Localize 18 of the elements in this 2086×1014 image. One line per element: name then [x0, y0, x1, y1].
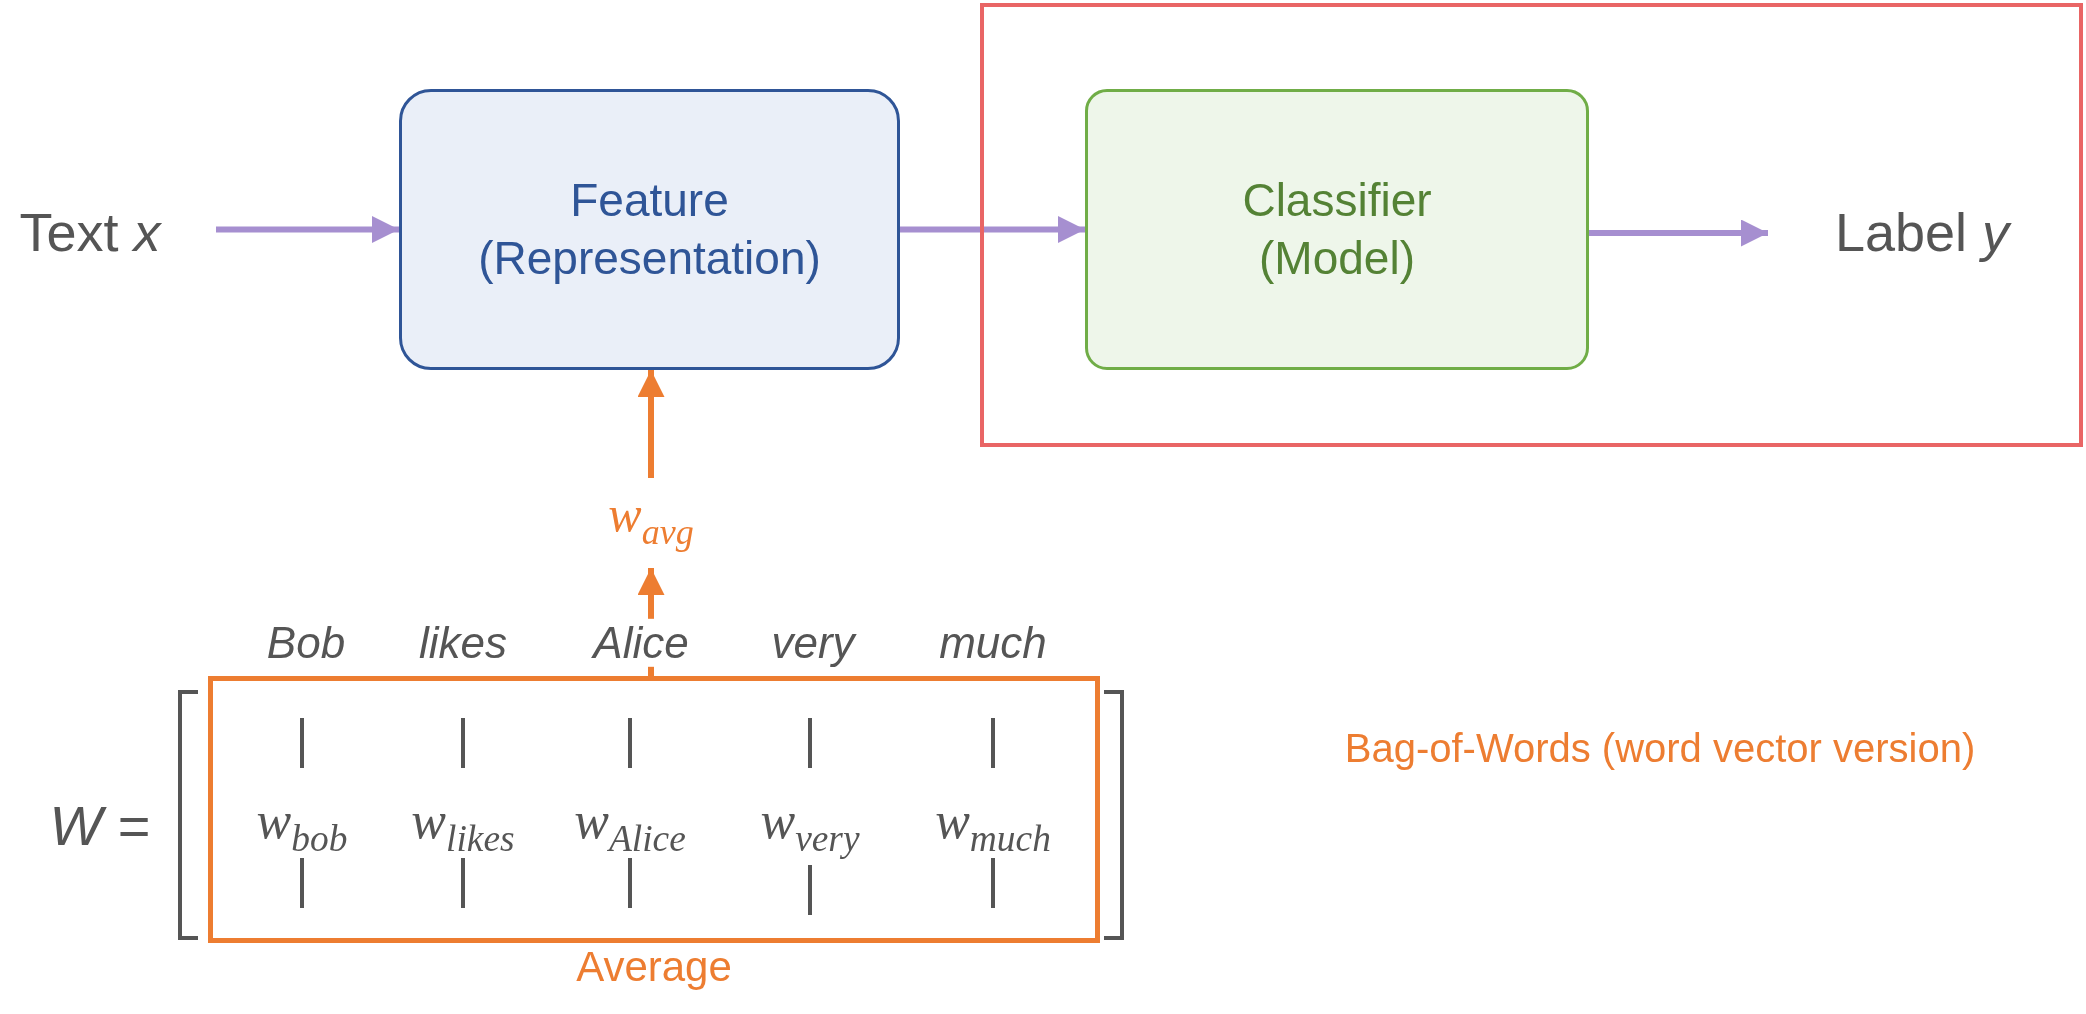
- process-box: Feature (Representation): [399, 89, 900, 370]
- arrow: [637, 370, 665, 478]
- caption-text: Average: [576, 944, 732, 991]
- vector-label: w$_{much}$: [935, 792, 1051, 860]
- input-text: Text x: [4, 195, 176, 271]
- vector-label: w$_{very}$: [760, 792, 860, 860]
- highlight-frame: [980, 3, 2083, 447]
- vector-label: w$_{bob}$: [256, 792, 348, 860]
- math-label: W =: [49, 795, 151, 857]
- arrow: [216, 216, 399, 243]
- vector-label: w$_{likes}$: [411, 792, 515, 860]
- annotation-text: Bag-of-Words (word vector version): [1344, 726, 1976, 770]
- math-label: w$_{avg}$: [596, 478, 706, 560]
- output-text: Label y: [1816, 195, 2028, 271]
- process-box: Classifier (Model): [1085, 89, 1589, 370]
- arrow: [1589, 219, 1768, 247]
- vector-label: w$_{Alice}$: [574, 792, 686, 860]
- arrow: [900, 216, 1085, 243]
